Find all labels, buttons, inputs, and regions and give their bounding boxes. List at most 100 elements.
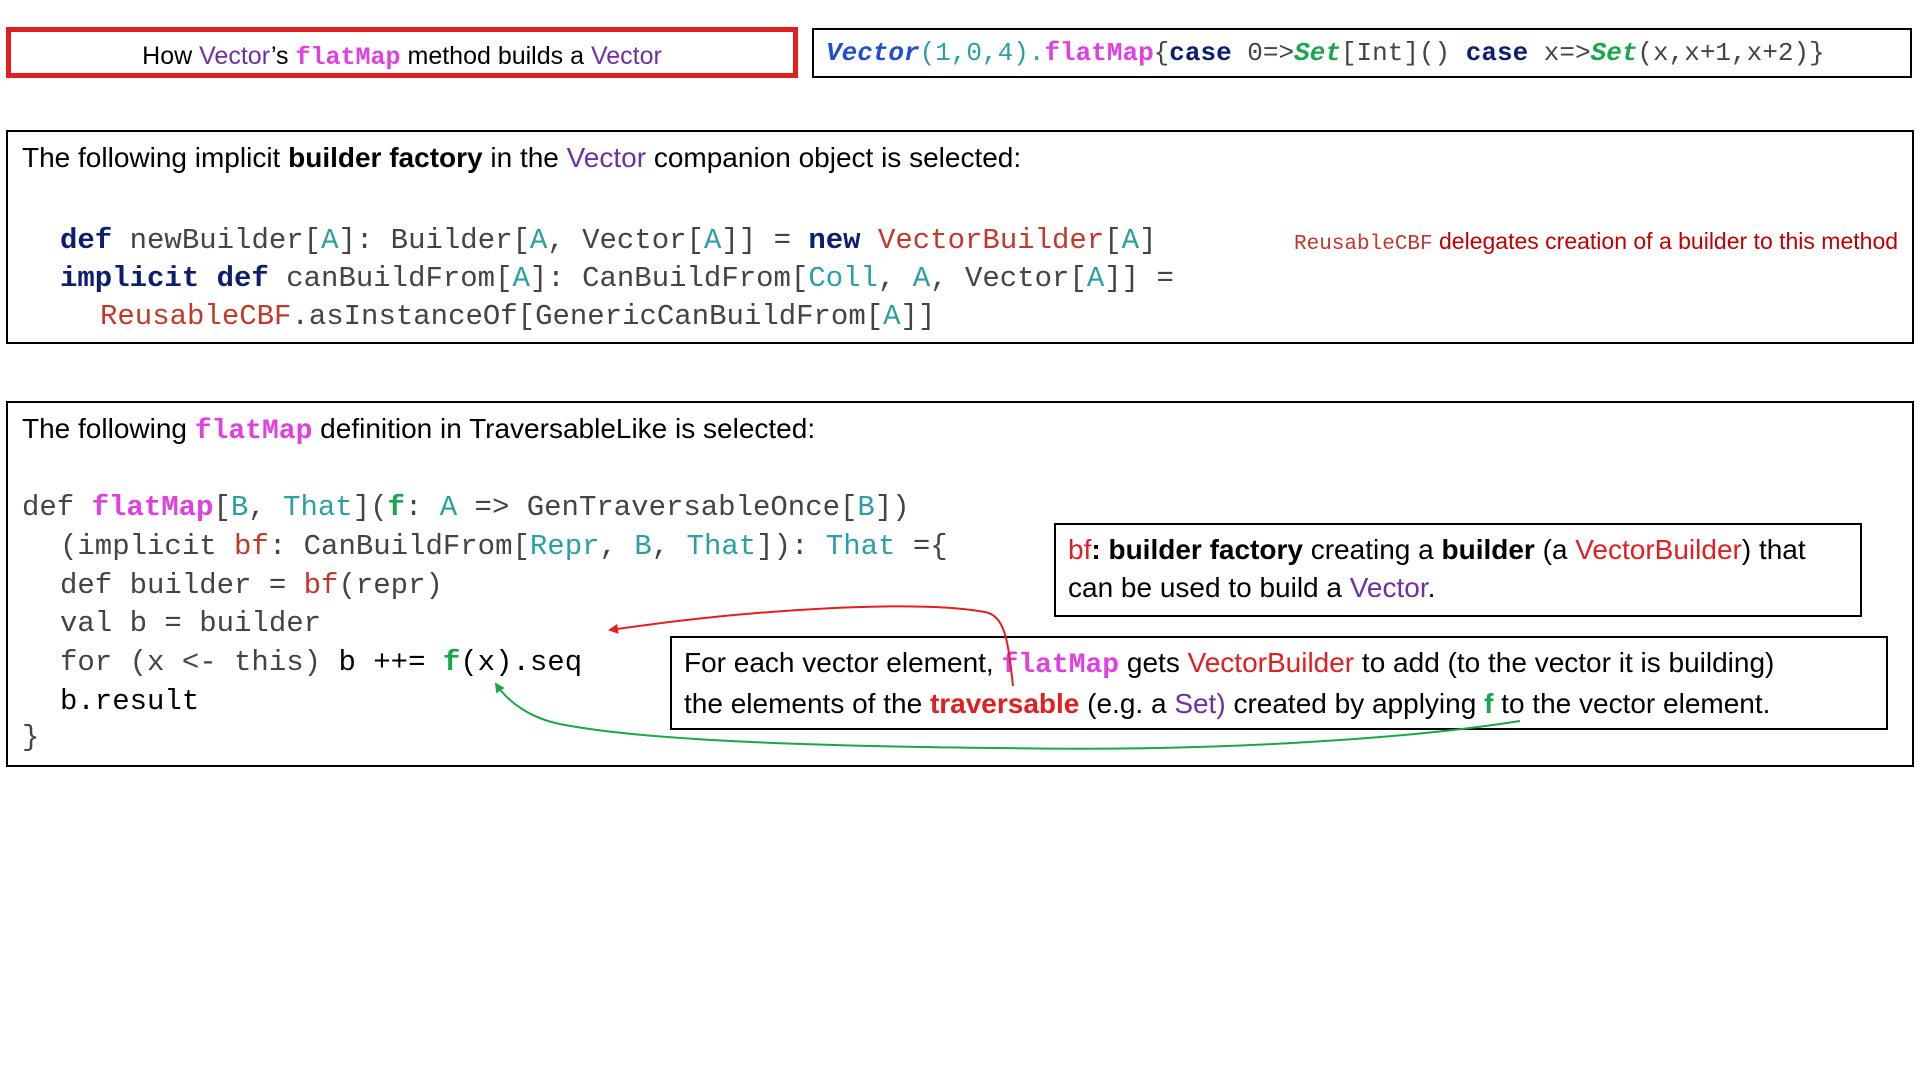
code-token: ]: CanBuildFrom[ [529,262,809,295]
expression-code: Vector(1,0,4).flatMap{case 0=>Set[Int]()… [826,38,1825,68]
code-token: [Int]() [1340,38,1466,68]
code-token: Repr [529,530,600,563]
code-line-close-brace: } [22,721,40,754]
code-token: A [512,262,530,295]
callout-token: VectorBuilder [1187,647,1355,678]
callout-token: to the vector element. [1493,688,1771,719]
code-token: bf [234,530,269,563]
heading-text: The following [22,413,195,444]
code-token: def [60,224,113,257]
code-token: A [1121,224,1140,257]
code-token: x=> [1528,38,1591,68]
code-token: A [912,262,931,295]
callout-token: ) that [1741,534,1806,565]
code-token: A [703,224,722,257]
code-token: case [1465,38,1529,68]
callout-token: For each vector element, [684,647,1002,678]
note-text: delegates creation of a builder to this … [1432,228,1899,254]
code-line-def-builder: def builder = bf(repr) [60,567,443,605]
code-token: (x,x+1,x+2)} [1637,38,1825,68]
bf-callout-line1: bf: builder factory creating a builder (… [1068,531,1848,569]
code-token: B [634,530,652,563]
code-token: ]) [874,491,910,524]
code-token: A [1086,262,1105,295]
title-text: ’s [270,42,296,70]
code-token: , [651,530,687,563]
title-vector: Vector [199,42,271,70]
code-token: flatMap [1044,38,1154,68]
code-line-for-loop: for (x <- this) b ++= f(x).seq [60,644,582,682]
code-token: A [321,224,339,257]
code-token: newBuilder[ [112,224,322,257]
heading-text: in the [482,142,567,173]
heading-bold: builder factory [288,142,483,173]
code-token: { [1153,38,1170,68]
callout-token: the elements of the [684,688,930,719]
code-token: A [883,300,901,333]
reusablecbf-note: ReusableCBF delegates creation of a buil… [1294,228,1898,256]
panel1-heading: The following implicit builder factory i… [22,142,1021,174]
callout-token: flatMap [1001,650,1120,681]
code-token: , Vector[ [547,224,704,257]
code-line-implicit-bf: (implicit bf: CanBuildFrom[Repr, B, That… [60,528,948,566]
code-token: 0=> [1231,38,1295,68]
code-token: ReusableCBF [100,300,292,333]
code-line-result: b.result [60,685,200,718]
code-token: for (x <- this) [60,646,339,679]
code-token: (implicit [60,530,235,563]
callout-token: (e.g. a [1079,688,1175,719]
heading-vector: Vector [566,142,647,173]
code-token: Coll [808,262,878,295]
code-token: (1,0,4). [919,38,1045,68]
code-token: bf [303,569,339,602]
callout-token: gets [1119,647,1188,678]
code-token: That [283,491,353,524]
code-token: ]: Builder[ [338,224,530,257]
callout-token: creating a [1302,534,1442,565]
heading-text: companion object is selected: [646,142,1022,173]
code-token: => GenTraversableOnce[ [457,491,858,524]
callout-token: . [1427,572,1436,603]
callout-token: VectorBuilder [1575,534,1742,565]
code-token: VectorBuilder [878,224,1105,257]
panel2-heading: The following flatMap definition in Trav… [22,413,815,447]
code-token: : [404,491,440,524]
title-text: method builds a [400,42,591,70]
code-token: That [825,530,896,563]
code-token: implicit def [60,262,269,295]
code-token: def [22,491,92,524]
heading-flatmap: flatMap [194,416,313,447]
code-token: f [387,491,405,524]
callout-token: f [1484,688,1494,719]
code-token: B [857,491,875,524]
callout-token: traversable [929,688,1080,719]
code-token: [ [213,491,231,524]
callout-token: Vector [1349,572,1428,603]
callout-token: Set) [1174,688,1226,719]
code-token: B [230,491,249,524]
code-token: ] [1139,224,1157,257]
callout-token: to add (to the vector it is building) [1354,647,1775,678]
explanation-line1: For each vector element, flatMap gets Ve… [684,644,1874,685]
code-token: [ [1104,224,1122,257]
heading-text: definition in TraversableLike is selecte… [312,413,816,444]
code-token: ]] = [721,224,809,257]
code-token: case [1169,38,1232,68]
builder-factory-panel: The following implicit builder factory i… [6,130,1914,344]
code-token: (x).seq [460,646,583,679]
code-line-canbuildfrom: implicit def canBuildFrom[A]: CanBuildFr… [60,260,1174,298]
code-token: A [439,491,458,524]
code-line-def-flatmap: def flatMap[B, That](f: A => GenTraversa… [22,489,910,527]
code-token: (repr) [338,569,443,602]
code-token: def builder = [60,569,304,602]
code-line-reusablecbf: ReusableCBF.asInstanceOf[GenericCanBuild… [100,298,935,336]
title-text: How [142,42,200,70]
title-vector: Vector [590,42,662,70]
code-token: .asInstanceOf[GenericCanBuildFrom[ [291,300,884,333]
code-line-newbuilder: def newBuilder[A]: Builder[A, Vector[A]]… [60,222,1156,260]
callout-token: bf [1068,534,1092,565]
bf-callout-line2: can be used to build a Vector. [1068,569,1848,607]
code-token: , [599,530,635,563]
code-token: Set [1294,38,1341,68]
callout-token: : builder factory [1091,534,1303,565]
